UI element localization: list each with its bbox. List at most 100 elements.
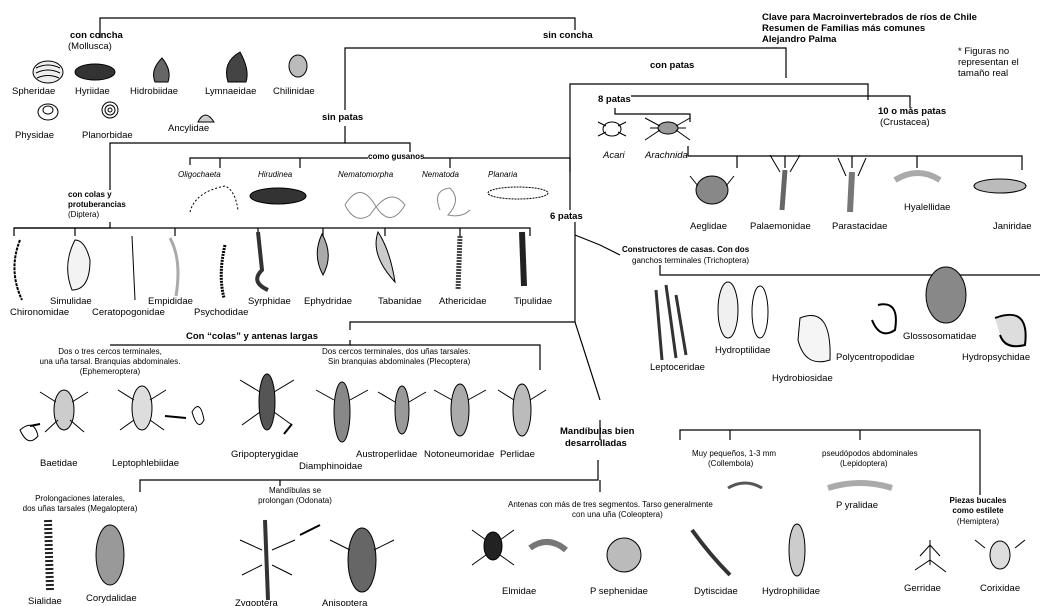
family-austroperlidae: Austroperlidae bbox=[356, 449, 417, 460]
family-baetidae: Baetidae bbox=[40, 458, 78, 469]
chironomidae-illustration bbox=[14, 240, 22, 300]
acari-illustration bbox=[598, 122, 626, 136]
taxon-nematomorpha: Nematomorpha bbox=[338, 170, 393, 180]
family-ancylidae: Ancylidae bbox=[168, 123, 209, 134]
family-zygoptera: Zygoptera bbox=[235, 598, 278, 606]
pointer-arrow-gripopterygidae bbox=[284, 424, 292, 434]
family-gerridae: Gerridae bbox=[904, 583, 941, 594]
family-athericidae: Athericidae bbox=[439, 296, 487, 307]
family-psephenidae: P sephenidae bbox=[590, 586, 648, 597]
family-planorbidae: Planorbidae bbox=[82, 130, 133, 141]
parastacidae-illustration bbox=[838, 158, 866, 212]
hydrobiosidae-illustration bbox=[798, 316, 830, 362]
tabanidae-illustration bbox=[376, 232, 395, 282]
family-physidae: Physidae bbox=[15, 130, 54, 141]
leptophlebiidae-illustration bbox=[118, 386, 166, 430]
family-tabanidae: Tabanidae bbox=[378, 296, 422, 307]
family-lymnaeidae: Lymnaeidae bbox=[205, 86, 256, 97]
family-polycentropodidae: Polycentropodidae bbox=[836, 352, 915, 363]
spheridae-shell-illustration bbox=[33, 61, 63, 83]
family-hyriidae: Hyriidae bbox=[75, 86, 110, 97]
family-psychodidae: Psychodidae bbox=[194, 307, 248, 318]
taxon-hirudinea: Hirudinea bbox=[258, 170, 292, 180]
collembola-illustration bbox=[728, 483, 762, 488]
leptoceridae-illustration bbox=[656, 285, 686, 360]
nematoda-illustration bbox=[438, 188, 470, 216]
tipulidae-illustration bbox=[522, 232, 524, 286]
ancylidae-shell-illustration bbox=[198, 115, 214, 122]
perlidae-illustration bbox=[498, 384, 546, 436]
family-chilinidae: Chilinidae bbox=[273, 86, 315, 97]
oligochaeta-illustration bbox=[190, 186, 238, 212]
hyriidae-shell-illustration bbox=[75, 64, 115, 80]
family-hyalellidae: Hyalellidae bbox=[904, 202, 950, 213]
family-corixidae: Corixidae bbox=[980, 583, 1020, 594]
family-pyralidae: P yralidae bbox=[836, 500, 878, 511]
family-janiridae: Janiridae bbox=[993, 221, 1032, 232]
family-hydroptilidae: Hydroptilidae bbox=[715, 345, 770, 356]
pointer-arrow-zygoptera bbox=[300, 525, 320, 535]
family-notoneumoridae: Notoneumoridae bbox=[424, 449, 494, 460]
family-elmidae: Elmidae bbox=[502, 586, 536, 597]
family-tipulidae: Tipulidae bbox=[514, 296, 552, 307]
family-perlidae: Perlidae bbox=[500, 449, 535, 460]
hydrophilidae-illustration bbox=[789, 524, 805, 576]
family-sialidae: Sialidae bbox=[28, 596, 62, 606]
hidrobiidae-shell-illustration bbox=[154, 58, 170, 82]
sialidae-illustration bbox=[48, 520, 50, 590]
syrphidae-illustration bbox=[257, 232, 268, 290]
physidae-shell-illustration bbox=[38, 104, 58, 120]
empididae-illustration bbox=[170, 238, 178, 296]
planorbidae-shell-illustration bbox=[102, 102, 118, 118]
gripopterygidae-illustration bbox=[240, 374, 294, 430]
pointer-arrow-baetidae bbox=[30, 424, 40, 426]
family-empididae: Empididae bbox=[148, 296, 193, 307]
taxon-oligochaeta: Oligochaeta bbox=[178, 170, 221, 180]
janiridae-illustration bbox=[974, 179, 1026, 193]
family-hydrophilidae: Hydrophilidae bbox=[762, 586, 820, 597]
family-ephydridae: Ephydridae bbox=[304, 296, 352, 307]
baetidae-gill-illustration bbox=[20, 425, 38, 441]
elmidae-illustration bbox=[472, 530, 514, 565]
corydalidae-illustration bbox=[96, 525, 124, 585]
lymnaeidae-shell-illustration bbox=[227, 52, 248, 82]
family-arachnida: Arachnida bbox=[645, 150, 688, 161]
arachnida-illustration bbox=[645, 118, 690, 140]
ceratopogonidae-illustration bbox=[132, 236, 135, 300]
zygoptera-illustration bbox=[240, 520, 295, 600]
family-aeglidae: Aeglidae bbox=[690, 221, 727, 232]
simulidae-illustration bbox=[68, 240, 90, 290]
dytiscidae-illustration bbox=[692, 530, 730, 575]
hirudinea-illustration bbox=[250, 188, 306, 204]
family-corydalidae: Corydalidae bbox=[86, 593, 137, 604]
hydropsychidae-illustration bbox=[995, 315, 1026, 346]
pointer-arrow-leptophlebiidae bbox=[165, 416, 186, 418]
polycentropodidae-illustration bbox=[872, 304, 896, 333]
family-ceratopogonidae: Ceratopogonidae bbox=[92, 307, 165, 318]
family-hydrobiosidae: Hydrobiosidae bbox=[772, 373, 833, 384]
family-acari: Acari bbox=[603, 150, 625, 161]
baetidae-illustration bbox=[40, 390, 88, 432]
family-simulidae: Simulidae bbox=[50, 296, 92, 307]
notoneumoridae-illustration bbox=[434, 384, 486, 436]
leptophlebiidae-gill-illustration bbox=[192, 407, 204, 425]
family-hydropsychidae: Hydropsychidae bbox=[962, 352, 1030, 363]
ephydridae-illustration bbox=[317, 234, 328, 275]
planaria-illustration bbox=[488, 187, 548, 199]
family-chironomidae: Chironomidae bbox=[10, 307, 69, 318]
aeglidae-illustration bbox=[690, 176, 734, 204]
athericidae-illustration bbox=[458, 236, 460, 290]
diamphinoidae-illustration bbox=[316, 382, 368, 442]
psephenidae-illustration bbox=[607, 538, 641, 572]
family-leptoceridae: Leptoceridae bbox=[650, 362, 705, 373]
family-dytiscidae: Dytiscidae bbox=[694, 586, 738, 597]
pyralidae-illustration bbox=[828, 483, 892, 488]
family-hidrobiidae: Hidrobiidae bbox=[130, 86, 178, 97]
family-anisoptera: Anisoptera bbox=[322, 598, 367, 606]
anisoptera-illustration bbox=[330, 528, 394, 592]
family-parastacidae: Parastacidae bbox=[832, 221, 887, 232]
family-syrphidae: Syrphidae bbox=[248, 296, 291, 307]
palaemonidae-illustration bbox=[770, 155, 800, 210]
taxon-nematoda: Nematoda bbox=[422, 170, 459, 180]
